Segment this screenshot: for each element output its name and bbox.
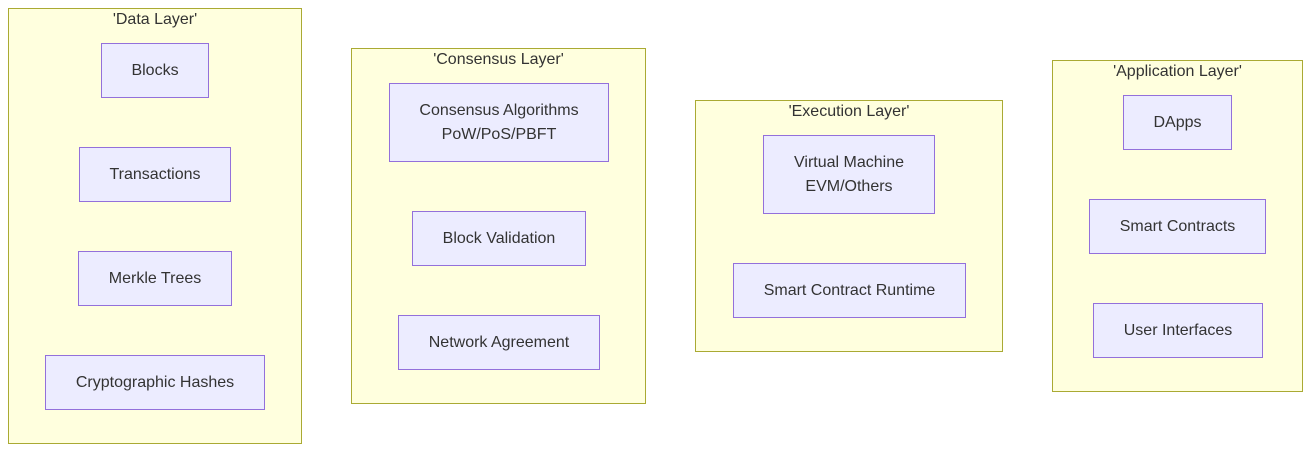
virtual-machine-node: Virtual Machine EVM/Others <box>763 135 935 214</box>
block-validation-node: Block Validation <box>412 211 586 266</box>
merkle-trees-label: Merkle Trees <box>108 269 202 287</box>
consensus-algorithms-label: Consensus Algorithms PoW/PoS/PBFT <box>419 101 579 143</box>
execution-layer-cluster: 'Execution Layer' Virtual Machine EVM/Ot… <box>695 100 1003 352</box>
cryptographic-hashes-node: Cryptographic Hashes <box>45 355 265 410</box>
user-interfaces-node: User Interfaces <box>1093 303 1263 358</box>
merkle-trees-node: Merkle Trees <box>78 251 232 306</box>
blocks-label: Blocks <box>131 61 179 79</box>
smart-contract-runtime-node: Smart Contract Runtime <box>733 263 966 318</box>
cryptographic-hashes-label: Cryptographic Hashes <box>75 373 235 391</box>
smart-contracts-node: Smart Contracts <box>1089 199 1266 254</box>
dapps-label: DApps <box>1153 113 1202 131</box>
user-interfaces-label: User Interfaces <box>1123 321 1233 339</box>
transactions-label: Transactions <box>109 165 201 183</box>
application-layer-title: 'Application Layer' <box>1113 63 1242 80</box>
network-agreement-label: Network Agreement <box>428 333 570 351</box>
execution-layer-title: 'Execution Layer' <box>788 103 910 120</box>
smart-contract-runtime-label: Smart Contract Runtime <box>763 281 936 299</box>
data-layer-cluster: 'Data Layer' Blocks Transactions Merkle … <box>8 8 302 444</box>
transactions-node: Transactions <box>79 147 231 202</box>
virtual-machine-label: Virtual Machine EVM/Others <box>794 153 904 195</box>
dapps-node: DApps <box>1123 95 1232 150</box>
block-validation-label: Block Validation <box>442 229 556 247</box>
smart-contracts-label: Smart Contracts <box>1119 217 1236 235</box>
application-layer-cluster: 'Application Layer' DApps Smart Contract… <box>1052 60 1303 392</box>
blocks-node: Blocks <box>101 43 209 98</box>
consensus-layer-title: 'Consensus Layer' <box>433 51 564 68</box>
consensus-algorithms-node: Consensus Algorithms PoW/PoS/PBFT <box>389 83 609 162</box>
network-agreement-node: Network Agreement <box>398 315 600 370</box>
data-layer-title: 'Data Layer' <box>112 11 198 28</box>
consensus-layer-cluster: 'Consensus Layer' Consensus Algorithms P… <box>351 48 646 404</box>
